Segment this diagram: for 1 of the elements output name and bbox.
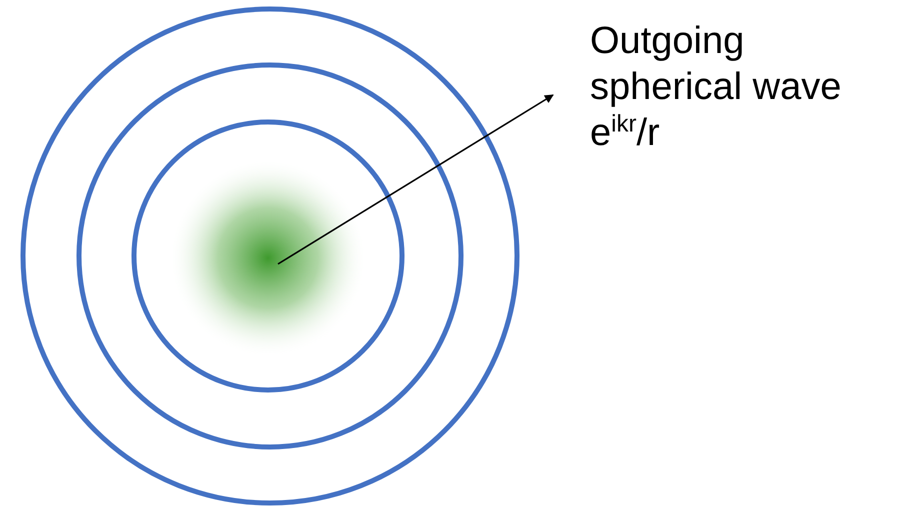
wave-label: Outgoing spherical wave e$^{ikr}$/r: [590, 19, 842, 156]
